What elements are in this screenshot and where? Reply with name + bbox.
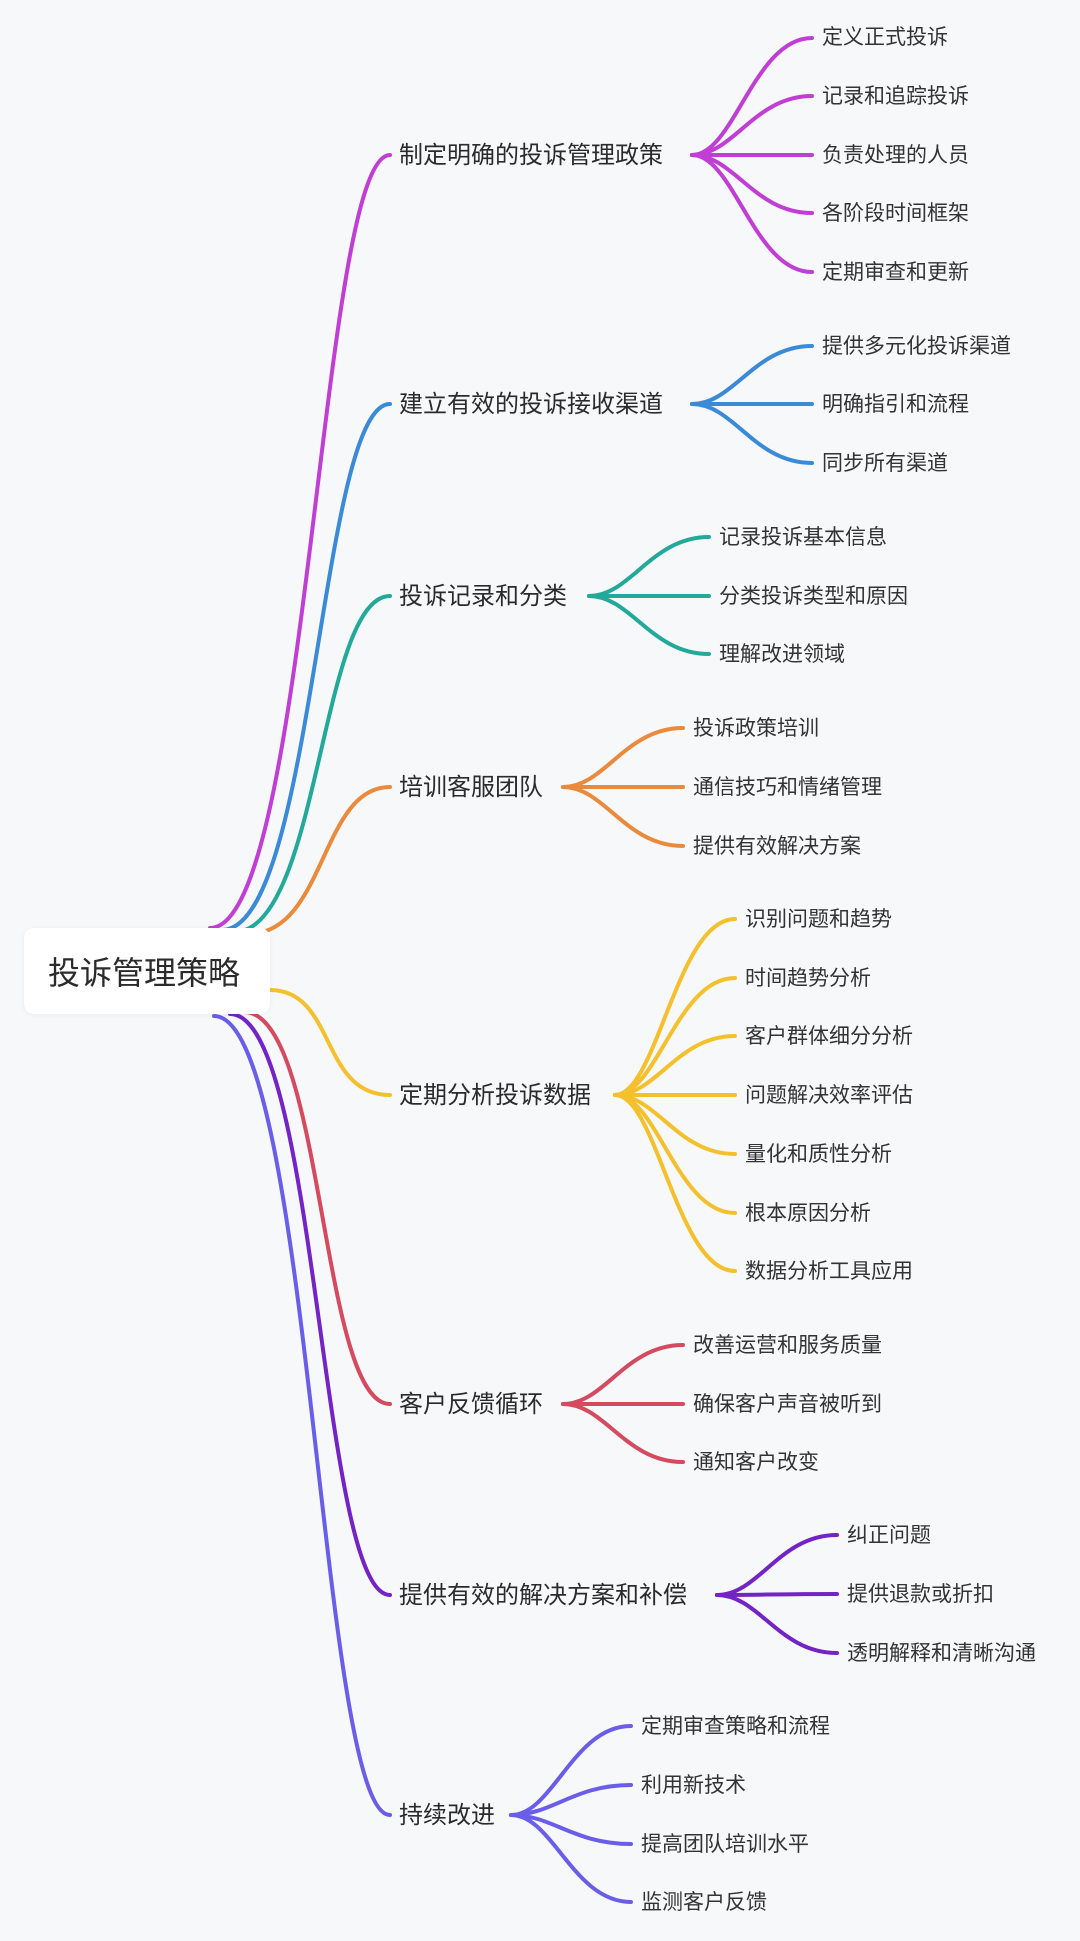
leaf-node[interactable]: 利用新技术 [641, 1773, 746, 1797]
connector-line [509, 1724, 633, 1817]
connector-line [268, 988, 392, 1097]
leaf-node[interactable]: 通知客户改变 [693, 1450, 819, 1474]
connector-line [212, 1014, 392, 1817]
connector-line [715, 1593, 839, 1655]
connector-line [613, 1034, 737, 1097]
leaf-node[interactable]: 提供退款或折扣 [847, 1582, 994, 1606]
leaf-node[interactable]: 根本原因分析 [745, 1201, 871, 1225]
connector-line [561, 1402, 685, 1464]
leaf-node[interactable]: 各阶段时间框架 [822, 201, 969, 225]
branch-node[interactable]: 建立有效的投诉接收渠道 [399, 390, 663, 418]
connector-line [690, 344, 814, 406]
connector-line [242, 1010, 392, 1406]
connector-line [228, 1012, 392, 1597]
connector-line [613, 917, 737, 1097]
leaf-node[interactable]: 时间趋势分析 [745, 966, 871, 990]
branch-node[interactable]: 持续改进 [399, 1801, 495, 1829]
leaf-node[interactable]: 改善运营和服务质量 [693, 1333, 882, 1357]
branch-node[interactable]: 制定明确的投诉管理政策 [399, 141, 663, 169]
leaf-node[interactable]: 同步所有渠道 [822, 451, 948, 475]
branch-node[interactable]: 提供有效的解决方案和补偿 [399, 1581, 687, 1609]
connector-line [220, 402, 392, 932]
connector-line [561, 1343, 685, 1406]
root-label: 投诉管理策略 [48, 954, 241, 992]
leaf-node[interactable]: 投诉政策培训 [693, 716, 819, 740]
leaf-node[interactable]: 理解改进领域 [719, 642, 845, 666]
connector-line [561, 785, 685, 848]
leaf-node[interactable]: 监测客户反馈 [641, 1890, 767, 1914]
connector-line [613, 1093, 737, 1273]
leaf-node[interactable]: 纠正问题 [847, 1523, 931, 1547]
connector-line [587, 535, 711, 598]
leaf-node[interactable]: 记录和追踪投诉 [822, 84, 969, 108]
connector-line [690, 402, 814, 465]
branch-node[interactable]: 投诉记录和分类 [399, 582, 567, 610]
leaf-node[interactable]: 定期审查策略和流程 [641, 1714, 830, 1738]
connector-line [715, 1592, 839, 1597]
branch-node[interactable]: 定期分析投诉数据 [399, 1081, 591, 1109]
leaf-node[interactable]: 明确指引和流程 [822, 392, 969, 416]
leaf-node[interactable]: 提供有效解决方案 [693, 834, 861, 858]
connector-line [690, 153, 814, 274]
connector-line [509, 1783, 633, 1817]
leaf-node[interactable]: 提供多元化投诉渠道 [822, 334, 1011, 358]
leaf-node[interactable]: 量化和质性分析 [745, 1142, 892, 1166]
leaf-node[interactable]: 通信技巧和情绪管理 [693, 775, 882, 799]
leaf-node[interactable]: 识别问题和趋势 [745, 907, 892, 931]
connector-line [715, 1533, 839, 1597]
connector-line [690, 36, 814, 157]
connector-line [561, 726, 685, 789]
leaf-node[interactable]: 记录投诉基本信息 [719, 525, 887, 549]
leaf-node[interactable]: 确保客户声音被听到 [693, 1392, 882, 1416]
leaf-node[interactable]: 定期审查和更新 [822, 260, 969, 284]
connector-line [690, 94, 814, 157]
connector-line [246, 785, 392, 936]
leaf-node[interactable]: 负责处理的人员 [822, 143, 969, 167]
branch-node[interactable]: 培训客服团队 [399, 773, 543, 801]
leaf-node[interactable]: 问题解决效率评估 [745, 1083, 913, 1107]
connector-line [232, 594, 392, 934]
leaf-node[interactable]: 提高团队培训水平 [641, 1832, 809, 1856]
leaf-node[interactable]: 分类投诉类型和原因 [719, 584, 908, 608]
root-node[interactable]: 投诉管理策略 [24, 928, 270, 1014]
connector-line [509, 1813, 633, 1904]
branch-node[interactable]: 客户反馈循环 [399, 1390, 543, 1418]
connector-line [587, 594, 711, 656]
leaf-node[interactable]: 定义正式投诉 [822, 25, 948, 49]
leaf-node[interactable]: 客户群体细分分析 [745, 1024, 913, 1048]
leaf-node[interactable]: 数据分析工具应用 [745, 1259, 913, 1283]
leaf-node[interactable]: 透明解释和清晰沟通 [847, 1641, 1036, 1665]
connector-line [208, 153, 392, 930]
connector-line [613, 976, 737, 1097]
